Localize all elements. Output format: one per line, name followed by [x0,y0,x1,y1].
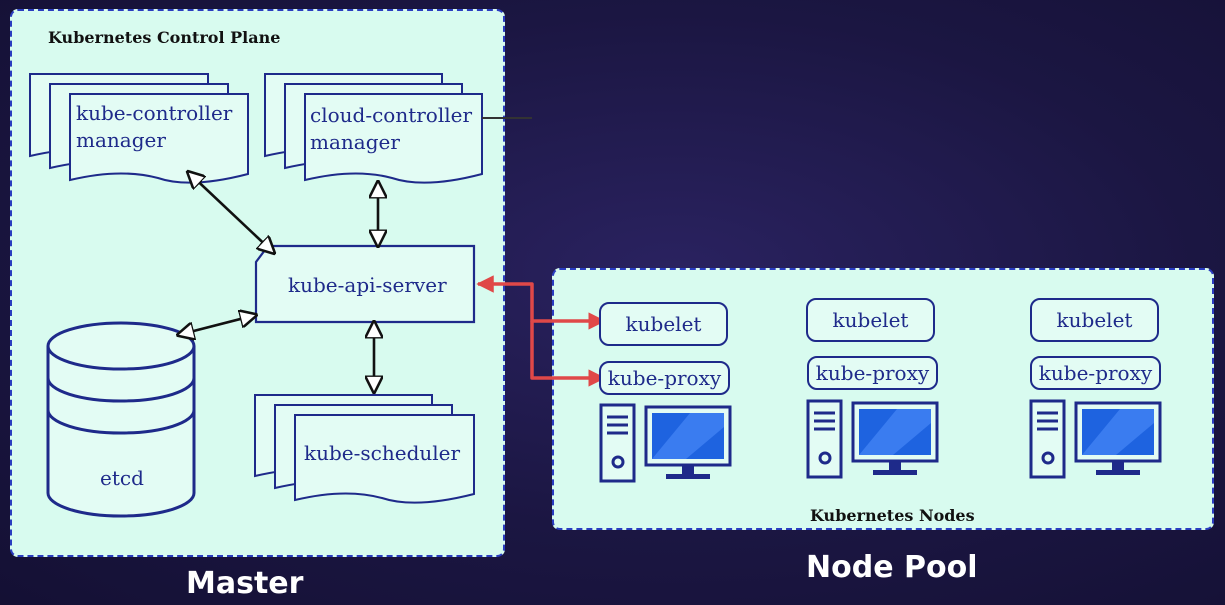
master-label: Master [186,566,304,601]
api-to-node-arrows [476,275,606,387]
control-plane-arrows [178,172,378,392]
kube-scheduler-box [254,394,475,504]
cloud-controller-manager-label: cloud-controller manager [310,103,473,154]
kube-controller-manager-label: kube-controller manager [76,101,233,152]
node-1-kube-proxy: kube-proxy [599,361,730,395]
computers [599,399,1162,483]
kube-controller-manager-box [29,73,249,184]
control-plane-title: Kubernetes Control Plane [48,28,281,47]
node-3-kube-proxy: kube-proxy [1030,356,1161,390]
node-1-kubelet: kubelet [599,302,728,346]
cloud-controller-manager-box [264,73,483,184]
etcd-label: etcd [100,466,144,490]
node-2-computer-icon [806,399,939,479]
kube-scheduler-label: kube-scheduler [304,441,461,465]
node-2-kube-proxy: kube-proxy [807,356,938,390]
node-3-computer-icon [1029,399,1162,479]
node-pool-label: Node Pool [806,550,978,585]
node-2-kubelet: kubelet [806,298,935,342]
kube-api-server-label: kube-api-server [288,273,447,297]
node-1-computer-icon [599,403,732,483]
nodes-title: Kubernetes Nodes [810,506,975,525]
arrow-controller-api [188,172,274,253]
etcd-cylinder [46,321,196,518]
arrow-api-etcd [178,315,256,335]
node-3-kubelet: kubelet [1030,298,1159,342]
